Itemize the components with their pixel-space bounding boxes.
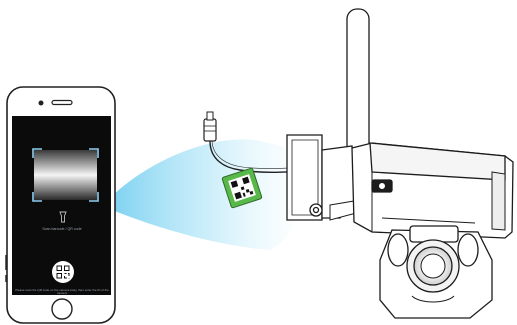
scan-light-beam <box>112 139 304 250</box>
cable-plug <box>204 119 216 141</box>
qr-scan-button-bg[interactable] <box>52 261 74 283</box>
scan-area <box>34 150 97 200</box>
scan-hint-text: Scan barcode / QR code <box>14 228 110 232</box>
cable-plug-tip <box>207 112 213 120</box>
front-camera-icon <box>39 101 44 106</box>
security-camera <box>287 9 513 318</box>
scan-instruction-text: Please scan the QR code on the camera bo… <box>14 289 110 296</box>
qr-scan-button[interactable] <box>52 261 74 283</box>
scan-frame <box>33 149 98 201</box>
